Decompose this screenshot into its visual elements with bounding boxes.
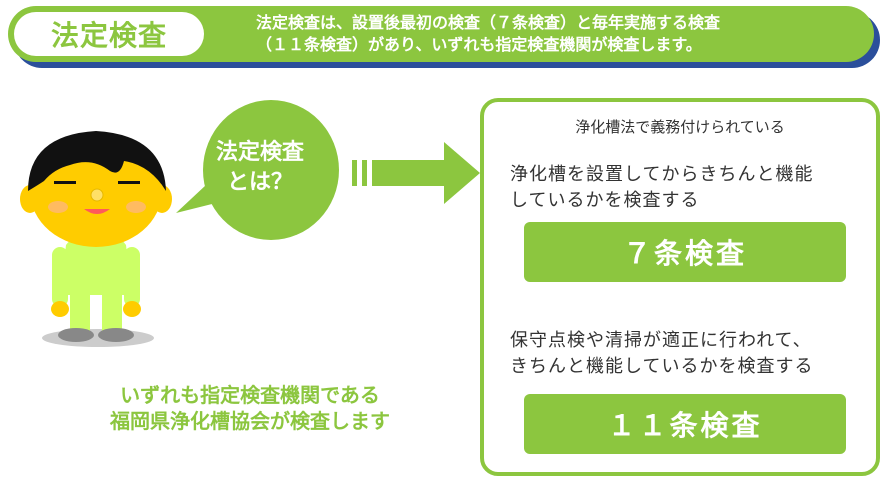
inspection7-description-line1: 浄化槽を設置してからきちんと機能 [510, 164, 814, 185]
bottom-note-line1: いずれも指定検査機関である [120, 383, 380, 407]
header-banner: 法定検査 法定検査は、設置後最初の検査（７条検査）と毎年実施する検査 （１１条検… [8, 6, 880, 68]
banner-description: 法定検査は、設置後最初の検査（７条検査）と毎年実施する検査 （１１条検査）があり… [256, 12, 856, 56]
inspection11-description-line2: きちんと機能しているかを検査する [510, 356, 814, 377]
banner-description-line1: 法定検査は、設置後最初の検査（７条検査）と毎年実施する検査 [256, 13, 721, 32]
panel-header: 浄化槽法で義務付けられている [575, 118, 785, 136]
inspection11-description-line1: 保守点検や清掃が適正に行われて、 [510, 330, 812, 351]
banner-description-line2: （１１条検査）があり、いずれも指定検査機関が検査します。 [256, 35, 702, 54]
banner-title-pill: 法定検査 [14, 12, 204, 56]
info-panel: 浄化槽法で義務付けられている 浄化槽を設置してからきちんと機能 しているかを検査… [480, 98, 880, 476]
inspection7-description-line2: しているかを検査する [510, 190, 700, 211]
inspection11-description: 保守点検や清掃が適正に行われて、 きちんと機能しているかを検査する [510, 328, 870, 380]
bottom-note: いずれも指定検査機関である 福岡県浄化槽協会が検査します [55, 382, 445, 434]
page-title: 法定検査 [50, 19, 167, 52]
inspection7-description: 浄化槽を設置してからきちんと機能 しているかを検査する [510, 162, 870, 214]
speech-bubble [176, 100, 339, 240]
bottom-note-line2: 福岡県浄化槽協会が検査します [110, 409, 390, 433]
arrow-right-icon [352, 142, 480, 204]
bubble-text: 法定検査 とは？ [195, 138, 325, 198]
inspection7-button[interactable]: ７条検査 [524, 222, 846, 282]
inspection11-button[interactable]: １１条検査 [524, 394, 846, 454]
character-illustration [20, 131, 172, 347]
bubble-line2: とは？ [226, 170, 293, 195]
bubble-line1: 法定検査 [215, 140, 304, 165]
